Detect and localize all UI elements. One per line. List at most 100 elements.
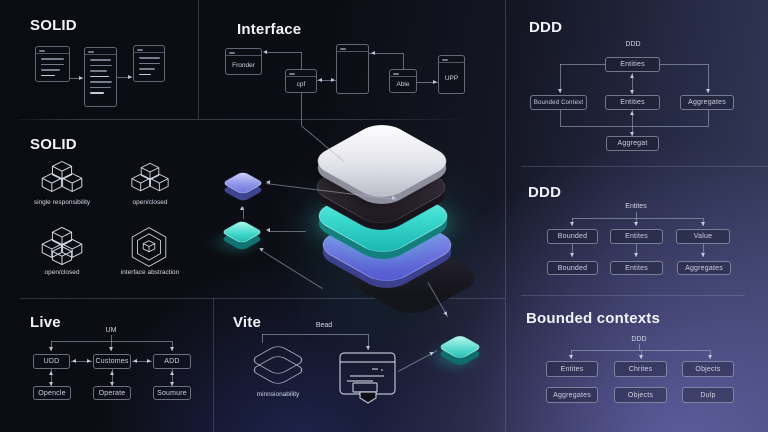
cubes-stack4-icon (38, 226, 86, 266)
arrow-icon (391, 195, 397, 201)
node-entites: Entites (610, 261, 663, 275)
tag-mark (39, 49, 45, 52)
icon-caption: minnsionability (256, 391, 300, 398)
text-line (90, 70, 107, 72)
text-line (41, 69, 60, 71)
connector-line (632, 73, 633, 94)
arrow-icon (48, 371, 53, 375)
connector-line (132, 361, 152, 362)
connector-line (710, 350, 711, 359)
node-window (336, 44, 369, 94)
arrow-icon (108, 347, 113, 351)
connector-line (262, 334, 263, 343)
arrow-icon (265, 179, 271, 185)
arrow-icon (263, 49, 267, 54)
text-line (90, 92, 104, 94)
connector-line (636, 212, 637, 218)
node-label (337, 52, 368, 93)
connector-line (71, 361, 92, 362)
connector-line (172, 369, 173, 386)
connector-line (51, 369, 52, 386)
card-header (85, 48, 116, 55)
arrow-icon (240, 206, 244, 210)
arrow-icon (79, 75, 83, 80)
text-line (139, 68, 155, 70)
root-label: Entites (625, 203, 647, 210)
section-title-ddd-mid: DDD (528, 184, 562, 201)
node-add: ADD (153, 354, 191, 369)
connector-line (703, 244, 704, 257)
connector-line (703, 218, 704, 226)
connector-line (172, 341, 173, 351)
node-aggregates: Aggregates (546, 387, 598, 403)
arrow-icon (128, 74, 132, 79)
divider (198, 0, 199, 119)
connector-line (111, 335, 112, 341)
arrow-icon (700, 222, 705, 226)
node-label: UPP (444, 74, 459, 82)
node-udd: UDD (33, 354, 70, 369)
arrow-icon (48, 347, 53, 351)
arrow-icon (72, 358, 76, 363)
node-aggregat: Aggregat (606, 136, 659, 151)
divider (20, 298, 505, 299)
node-bounded-context: Bounded Context (530, 95, 587, 110)
text-line (90, 64, 112, 66)
window-header (337, 45, 368, 52)
connector-line (641, 350, 642, 359)
section-title-bounded-contexts: Bounded contexts (526, 310, 661, 327)
node-upp: UPP (438, 55, 465, 94)
card-header (36, 47, 69, 54)
node-aggregates: Aggregates (677, 261, 731, 275)
node-opencle: Opencle (33, 386, 71, 400)
text-line (90, 81, 112, 83)
arrow-icon (638, 355, 643, 359)
node-entites: Entites (546, 361, 598, 377)
connector-line (70, 78, 83, 79)
node-entities: Entities (605, 95, 660, 110)
text-line (41, 58, 64, 60)
node-bounded: Bounded (547, 229, 598, 244)
hexagon-cube-icon (128, 226, 170, 268)
connector-line (111, 341, 112, 351)
window-header (226, 49, 261, 56)
arrow-icon (629, 90, 634, 94)
cubes-stack-icon (128, 162, 172, 192)
connector-line (636, 244, 637, 257)
arrow-icon (629, 111, 634, 115)
connector-line (560, 110, 561, 126)
window-header (286, 70, 316, 77)
connector-line (571, 350, 710, 351)
connector-line (51, 341, 52, 351)
section-title-vite: Vite (233, 314, 262, 331)
arrow-icon (371, 50, 375, 55)
text-line (90, 59, 111, 61)
connector-line (262, 251, 323, 290)
icon-caption: single responsibility (33, 199, 91, 206)
connector-line (708, 110, 709, 126)
node-value: Value (676, 229, 730, 244)
node-dulp: Dulp (682, 387, 734, 403)
connector-line (369, 53, 403, 54)
arrow-icon (318, 77, 322, 82)
tag-mark (442, 58, 448, 61)
node-bounded: Bounded (547, 261, 598, 275)
tag-mark (289, 72, 295, 75)
connector-line (368, 334, 369, 350)
divider (18, 119, 470, 120)
text-line (41, 63, 64, 65)
arrow-icon (633, 253, 638, 257)
arrow-icon (569, 222, 574, 226)
connector-line (317, 80, 336, 81)
browser-window-icon (339, 352, 397, 404)
connector-line (632, 110, 633, 136)
text-line (90, 75, 109, 77)
arrow-icon (87, 358, 91, 363)
icon-caption: open/closed (132, 199, 168, 206)
window-header (390, 70, 416, 77)
connector-line (243, 207, 244, 219)
connector-line (417, 82, 438, 83)
document-card (35, 46, 70, 82)
window-header (439, 56, 464, 63)
